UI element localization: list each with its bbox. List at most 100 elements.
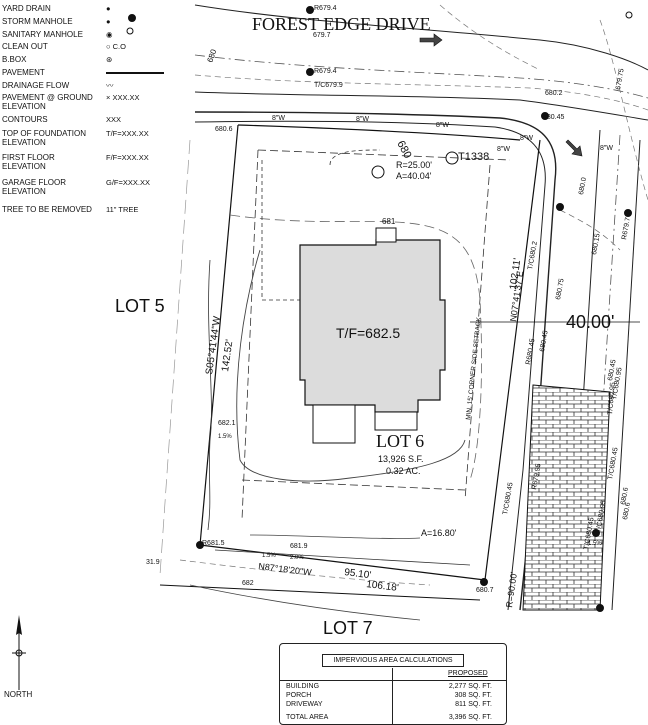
lot-label-5: LOT 5 — [115, 296, 165, 316]
spot-elevation: 680.45 — [539, 330, 550, 352]
legend-symbol: T/F=XXX.XX — [106, 129, 149, 138]
spot-elevation: 681 — [382, 217, 396, 226]
legend-label: DRAINAGE FLOW — [2, 81, 70, 90]
spot-elevation: R680.45 — [525, 338, 537, 365]
lot-label-7: LOT 7 — [323, 618, 373, 638]
lot-area-ac: 0.32 AC. — [386, 466, 421, 476]
contour-682b — [249, 534, 421, 539]
legend-symbol: ○ C.O — [106, 42, 126, 51]
legend-label: TREE TO BE REMOVED — [2, 205, 92, 214]
storm-manhole-icon — [306, 68, 314, 76]
distance-south-1: 95.10' — [344, 567, 372, 581]
spot-elevation: 680.6 — [622, 502, 632, 521]
legend-item: SANITARY MANHOLE◉ — [2, 30, 162, 52]
spot-elevation: R679.4 — [314, 68, 337, 75]
legend-item: PAVEMENT — [2, 68, 164, 90]
road-edge-center — [194, 54, 648, 99]
pipe-size-label: 8"W — [600, 145, 613, 152]
legend-item: CLEAN OUT○ C.O — [2, 42, 162, 64]
lot-line-south — [199, 544, 486, 581]
legend-item: STORM MANHOLE● — [2, 17, 162, 39]
spot-elevation: 680.75 — [555, 278, 566, 300]
legend-item: YARD DRAIN● — [2, 4, 162, 26]
curb-line — [194, 111, 557, 611]
road-edge-south — [194, 91, 648, 121]
impervious-col-proposed: PROPOSED — [448, 670, 488, 677]
tree-icon — [371, 165, 385, 179]
legend-symbol: 〰 — [106, 81, 114, 90]
setback-west — [241, 149, 259, 521]
setback-front — [257, 149, 511, 161]
lot-line-west — [199, 124, 239, 546]
storm-manhole-icon — [306, 6, 314, 14]
slope-label: 1.5% — [588, 541, 602, 547]
spot-elevation: 680.45 — [607, 359, 618, 381]
spot-elevation: 680.6 — [620, 487, 630, 506]
legend-item: GARAGE FLOOR ELEVATION G/F=XXX.XX — [2, 178, 162, 200]
pipe-size-label: 8"W — [356, 116, 369, 123]
slope-label: 2.0% — [290, 555, 304, 561]
storm-manhole-icon — [592, 529, 600, 537]
curve-arc: A=40.04' — [396, 171, 432, 181]
legend-item: B.BOX⊛ — [2, 55, 162, 77]
distance-east: 102.11' — [508, 257, 523, 290]
spot-elevation: T/C680.95 — [607, 382, 617, 415]
legend-symbol: G/F=XXX.XX — [106, 178, 150, 187]
spot-elevation: R679.95 — [531, 463, 543, 490]
spot-elevation: R681.5 — [202, 540, 225, 547]
legend-symbol: × XXX.XX — [106, 93, 140, 102]
driveway-outline — [261, 149, 381, 301]
legend-symbol: ⊛ — [106, 55, 113, 64]
storm-manhole-icon — [624, 209, 632, 217]
slope-label: 1.5% — [218, 434, 232, 440]
legend-label: GARAGE FLOOR ELEVATION — [2, 178, 67, 196]
legend-item: PAVEMENT @ GROUND ELEVATION × XXX.XX — [2, 93, 162, 115]
legend-label: PAVEMENT — [2, 68, 45, 77]
row-label: BUILDING — [286, 683, 320, 690]
legend-label: PAVEMENT @ GROUND ELEVATION — [2, 93, 93, 111]
street-name: FOREST EDGE DRIVE — [252, 14, 431, 34]
table-divider — [280, 680, 506, 681]
storm-manhole-icon — [556, 203, 564, 211]
legend-symbol: XXX — [106, 115, 122, 124]
spot-elevation: 680.2 — [545, 90, 563, 97]
spot-elevation: 682.1 — [218, 420, 236, 427]
spot-elevation: 31.9 — [146, 559, 160, 566]
table-row: TOTAL AREA 3,396 SQ. FT. — [286, 714, 496, 723]
lot-line-east — [484, 139, 541, 581]
legend-label: CONTOURS — [2, 115, 48, 124]
dimension-40: 40.00' — [566, 312, 614, 332]
distance-west: 142.52' — [220, 339, 235, 373]
tree-label: T1338 — [458, 151, 489, 163]
legend-label: YARD DRAIN — [2, 4, 51, 13]
bearing-south: N87°18'20"W — [258, 561, 313, 578]
legend-item: DRAINAGE FLOW 〰 — [2, 81, 162, 103]
spot-elevation: 679.7 — [313, 32, 331, 39]
contour-b — [599, 19, 648, 201]
spot-elevation: R679.4 — [314, 5, 337, 12]
flow-arrow-2 — [565, 139, 583, 157]
spot-elevation: R679.7 — [621, 217, 632, 241]
contour-680-east — [559, 209, 621, 251]
tree-icon — [445, 151, 459, 165]
rear-deck — [374, 411, 418, 431]
drainage-flow-west — [207, 259, 212, 531]
pipe-size-label: 8"W — [497, 146, 510, 153]
curve-radius: R=25.00' — [396, 160, 432, 170]
spot-elevation: 680.0 — [578, 177, 588, 196]
pipe-size-label: 8"W — [520, 135, 533, 142]
spot-elevation: 680.15 — [591, 233, 602, 255]
spot-elevation: 680 — [394, 139, 413, 161]
storm-manhole-icon — [480, 578, 488, 586]
sanitary-manhole-icon — [126, 27, 134, 35]
north-arrow-icon — [12, 615, 26, 690]
row-label: DRIVEWAY — [286, 701, 323, 708]
lot-label-6: LOT 6 — [376, 431, 424, 451]
spot-elevation: 679.75 — [615, 68, 626, 90]
drainage-flow-south — [214, 549, 471, 566]
legend-symbol: F/F=XXX.XX — [106, 153, 149, 162]
